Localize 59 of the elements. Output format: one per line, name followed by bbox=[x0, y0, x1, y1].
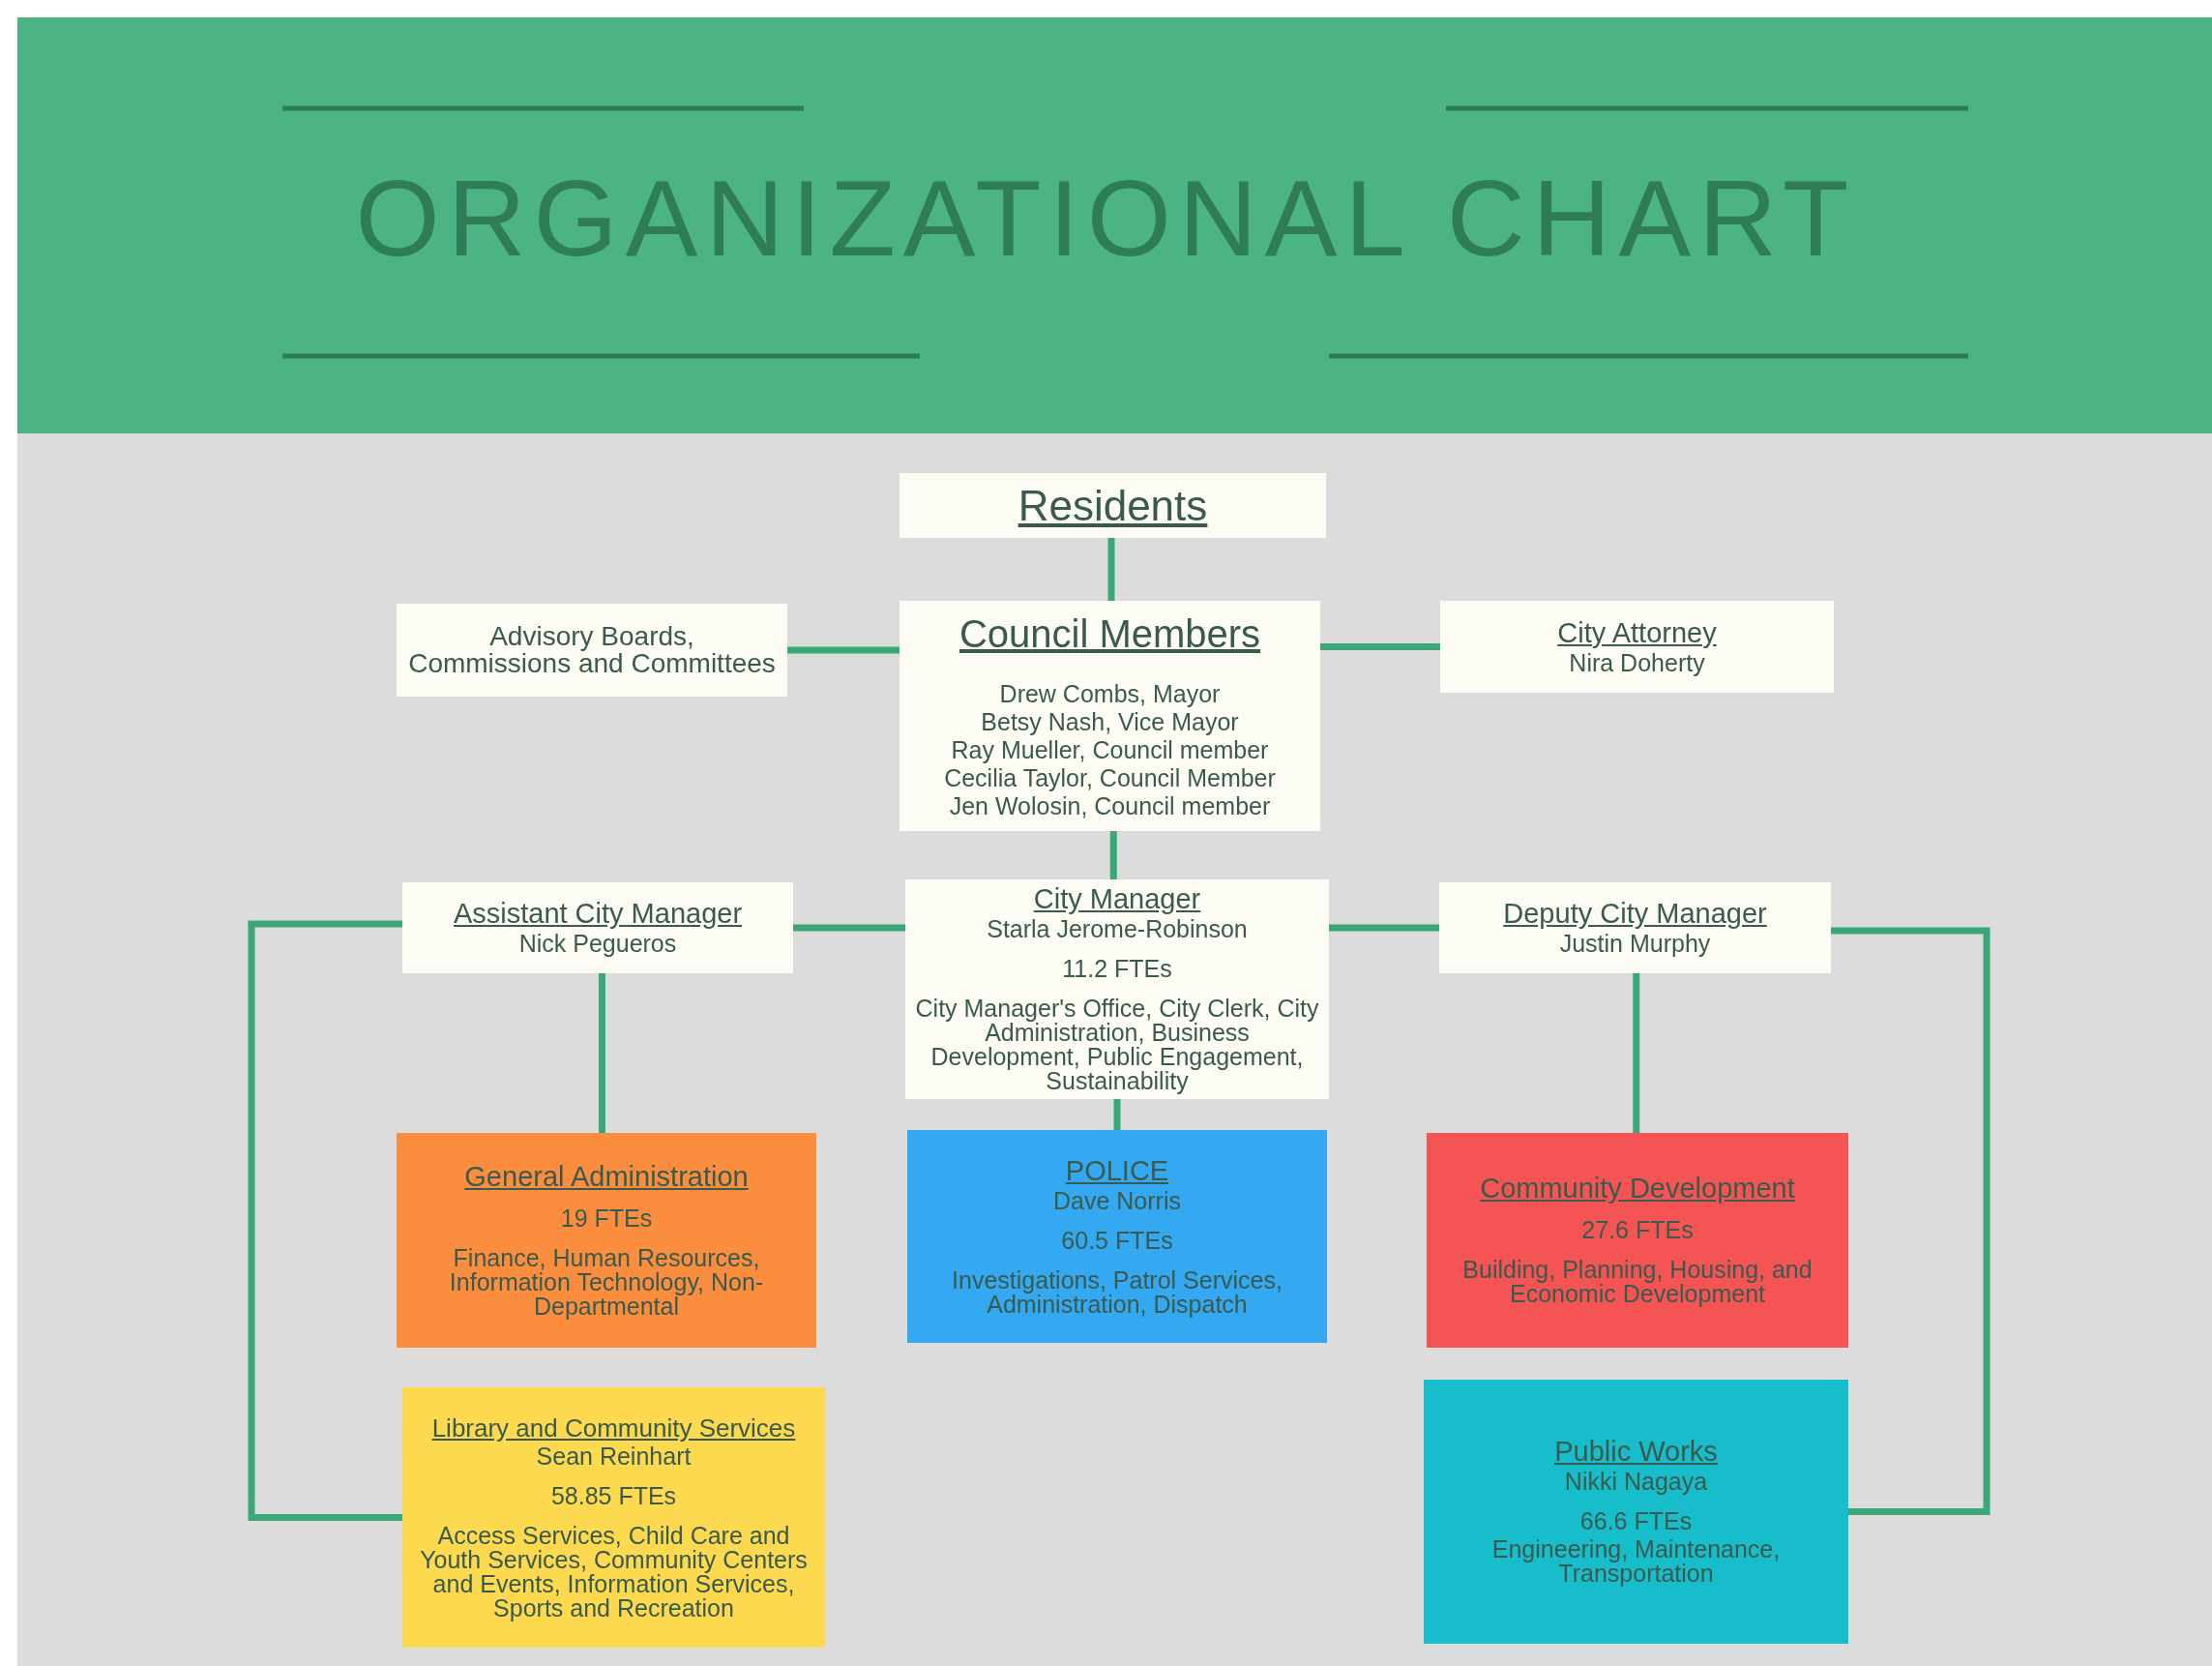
box-heading: Council Members bbox=[959, 613, 1261, 653]
box-heading: City Attorney bbox=[1557, 618, 1717, 647]
box-heading: Public Works bbox=[1554, 1438, 1718, 1466]
box-text: Building, Planning, Housing, and Economic Development bbox=[1461, 1258, 1814, 1306]
box-heading: Residents bbox=[1018, 484, 1208, 527]
position-box bbox=[900, 473, 1326, 538]
box-text: City Manager's Office, City Clerk, City Administration, Business Development, Public Engagement, Sustainability bbox=[915, 997, 1319, 1093]
connector-line bbox=[787, 646, 900, 654]
box-text: 58.85 FTEs bbox=[550, 1483, 677, 1508]
box-text: Dave Norris bbox=[1053, 1188, 1181, 1213]
connector-line bbox=[1107, 538, 1115, 601]
position-box bbox=[905, 879, 1329, 1099]
department-box bbox=[397, 1133, 816, 1348]
connector-line bbox=[1831, 927, 1991, 1515]
connector-line bbox=[1329, 924, 1439, 932]
department-box bbox=[1424, 1380, 1848, 1644]
box-text: Nikki Nagaya bbox=[1564, 1470, 1708, 1494]
box-text: 66.6 FTEs bbox=[1579, 1509, 1693, 1533]
position-box bbox=[402, 882, 793, 973]
box-text: Access Services, Child Care and Youth Services, Community Centers and Events, Information Services, Sports and Recreation bbox=[419, 1523, 809, 1621]
connector-line bbox=[1113, 1099, 1121, 1130]
box-heading: Advisory Boards, Commissions and Committees bbox=[407, 623, 777, 677]
department-box bbox=[907, 1130, 1327, 1343]
connector-line bbox=[1320, 643, 1440, 650]
box-text: Finance, Human Resources, Information Technology, Non-Departmental bbox=[448, 1245, 765, 1319]
box-text: Investigations, Patrol Services, Administration, Dispatch bbox=[951, 1267, 1283, 1317]
box-heading: City Manager bbox=[1033, 885, 1201, 913]
connector-line bbox=[1633, 973, 1640, 1133]
box-heading: Library and Community Services bbox=[431, 1414, 796, 1441]
box-text: Ray Mueller, Council member bbox=[951, 737, 1269, 762]
position-box bbox=[397, 604, 787, 697]
box-text: 60.5 FTEs bbox=[1061, 1228, 1173, 1253]
box-text: 19 FTEs bbox=[560, 1205, 653, 1231]
connector-line bbox=[1109, 831, 1117, 879]
department-box bbox=[1427, 1133, 1848, 1348]
connector-line bbox=[248, 920, 402, 1521]
box-heading: General Administration bbox=[464, 1162, 749, 1191]
box-text: Nira Doherty bbox=[1569, 650, 1705, 675]
position-box bbox=[900, 601, 1320, 831]
box-text: 11.2 FTEs bbox=[1062, 957, 1172, 981]
box-text: Drew Combs, Mayor bbox=[999, 681, 1221, 706]
box-heading: Deputy City Manager bbox=[1503, 900, 1767, 928]
box-heading: Assistant City Manager bbox=[453, 900, 743, 928]
box-text: Engineering, Maintenance, Transportation bbox=[1490, 1537, 1782, 1586]
box-text: Betsy Nash, Vice Mayor bbox=[981, 709, 1239, 734]
box-text: Starla Jerome-Robinson bbox=[987, 917, 1248, 941]
connector-line bbox=[599, 973, 605, 1133]
connector-line bbox=[793, 924, 905, 932]
box-text: Nick Pegueros bbox=[518, 932, 677, 956]
box-text: Cecilia Taylor, Council Member bbox=[944, 765, 1276, 790]
box-text: Justin Murphy bbox=[1559, 932, 1711, 956]
box-text: 27.6 FTEs bbox=[1581, 1218, 1694, 1242]
department-box bbox=[402, 1387, 825, 1648]
position-box bbox=[1440, 601, 1834, 693]
box-text: Jen Wolosin, Council member bbox=[949, 793, 1271, 818]
position-box bbox=[1439, 882, 1831, 973]
box-heading: Community Development bbox=[1480, 1175, 1795, 1203]
box-text: Sean Reinhart bbox=[536, 1443, 692, 1469]
box-heading: POLICE bbox=[1065, 1156, 1169, 1185]
